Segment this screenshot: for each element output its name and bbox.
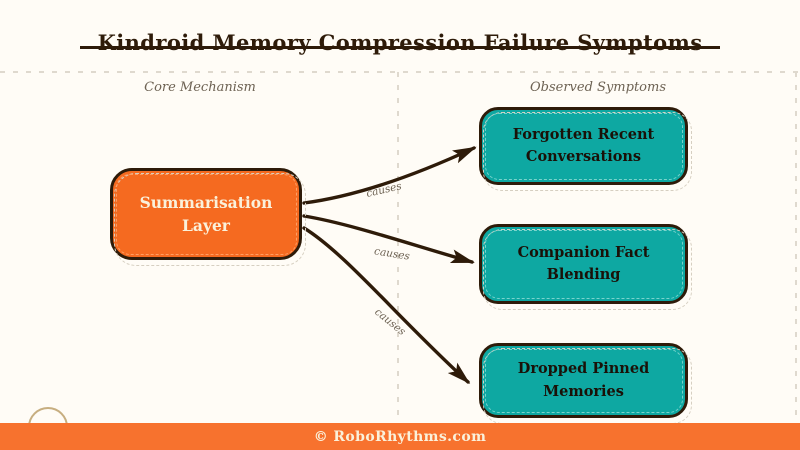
column-divider bbox=[397, 72, 399, 423]
node-summarisation-layer: Summarisation Layer bbox=[110, 168, 306, 266]
node-label: Summarisation Layer bbox=[139, 192, 273, 235]
right-edge-divider bbox=[795, 72, 797, 423]
node-label: Dropped Pinned Memories bbox=[517, 360, 650, 400]
node-dropped-pinned-memories: Dropped Pinned Memories bbox=[479, 343, 692, 424]
node-label: Forgotten Recent Conversations bbox=[512, 125, 655, 165]
node-forgotten-recent-conversations: Forgotten Recent Conversations bbox=[479, 107, 692, 191]
arrow-causes-2 bbox=[302, 214, 475, 264]
footer-bar: © RoboRhythms.com bbox=[0, 423, 800, 450]
column-label-observed-symptoms: Observed Symptoms bbox=[530, 80, 666, 95]
page-title: Kindroid Memory Compression Failure Symp… bbox=[97, 30, 703, 56]
title-underline bbox=[80, 46, 720, 49]
arrow-causes-3 bbox=[302, 226, 471, 385]
node-label: Companion Fact Blending bbox=[517, 243, 650, 283]
column-label-core-mechanism: Core Mechanism bbox=[144, 80, 256, 95]
dotted-separator bbox=[0, 71, 800, 73]
arrow-causes-1 bbox=[302, 146, 477, 205]
node-companion-fact-blending: Companion Fact Blending bbox=[479, 224, 692, 310]
footer-credit: © RoboRhythms.com bbox=[313, 428, 487, 445]
